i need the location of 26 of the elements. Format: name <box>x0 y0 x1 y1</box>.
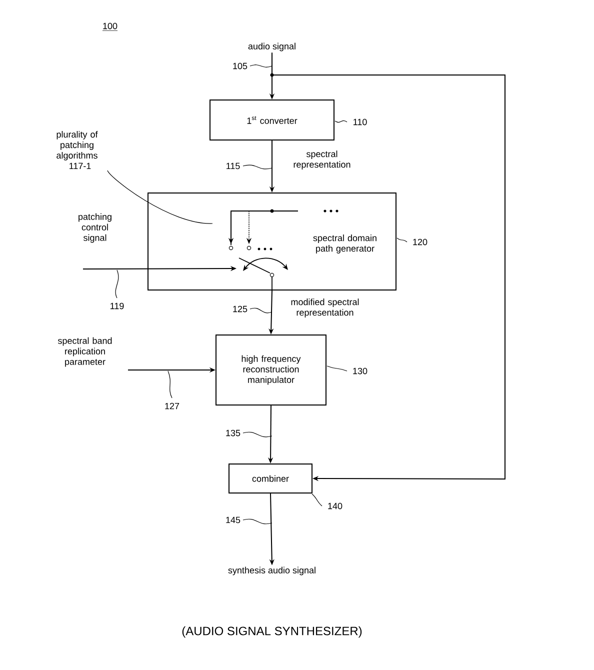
reference-numeral: 119 <box>110 270 124 310</box>
signal-label: audio signal <box>248 42 296 52</box>
reference-numeral: 127 <box>165 370 180 410</box>
edge-label: patching control signal <box>78 213 112 243</box>
leader-line <box>107 170 213 224</box>
callout-text: plurality of patching algorithms 117-1 <box>56 131 98 170</box>
reference-numeral: 110 <box>334 118 368 126</box>
edge-label: spectral representation <box>294 150 350 170</box>
process-box: high frequency reconstruction manipulator <box>216 334 326 406</box>
reference-numeral: 125 <box>232 304 272 314</box>
figure-number: 100 <box>102 22 118 31</box>
edge-label: spectral band replication parameter <box>58 337 112 367</box>
reference-numeral: 140 <box>312 494 344 510</box>
signal-label: synthesis audio signal <box>228 566 316 576</box>
reference-numeral: 115 <box>224 162 272 170</box>
caption: (AUDIO SIGNAL SYNTHESIZER) <box>182 626 362 638</box>
process-box: combiner <box>228 464 312 494</box>
reference-numeral: 120 <box>396 238 428 246</box>
reference-numeral: 145 <box>224 516 272 524</box>
process-box: spectral domain path generator <box>148 192 396 290</box>
arrow <box>272 52 506 482</box>
process-box: 1$^{st}$ converter <box>210 100 334 140</box>
edge-label: modified spectral representation <box>291 298 359 318</box>
reference-numeral: 135 <box>224 428 272 438</box>
reference-numeral: 130 <box>326 366 368 376</box>
reference-numeral: 105 <box>232 62 272 70</box>
